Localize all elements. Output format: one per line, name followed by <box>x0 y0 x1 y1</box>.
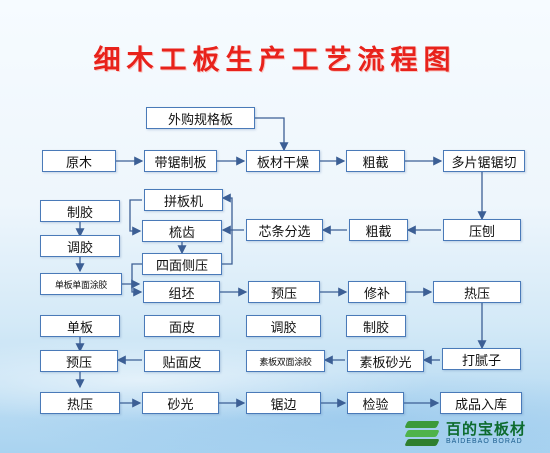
node-cujie-2: 粗截 <box>349 219 408 241</box>
node-daiju: 带锯制板 <box>144 150 217 172</box>
node-yapao: 压刨 <box>443 219 521 241</box>
node-xiubu: 修补 <box>348 281 406 303</box>
node-shuchi: 梳齿 <box>142 220 222 242</box>
arrow <box>131 263 143 297</box>
node-suban-shaguang: 素板砂光 <box>347 350 424 372</box>
node-chengpin: 成品入库 <box>440 392 522 414</box>
brand-logo: 百的宝板材 BAIDEBAO BORAD <box>402 414 550 453</box>
node-shaguang: 砂光 <box>142 392 219 414</box>
node-suban-tujiao: 素板双面涂胶 <box>246 350 325 372</box>
arrow <box>129 199 142 236</box>
node-cujie-1: 粗截 <box>346 150 405 172</box>
arrow <box>221 193 233 265</box>
node-daniz: 打腻子 <box>442 348 521 370</box>
node-jubian: 锯边 <box>246 392 321 414</box>
node-tiaojiao-1: 调胶 <box>40 235 120 257</box>
node-mianpi: 面皮 <box>144 315 220 337</box>
node-xintiao: 芯条分选 <box>246 219 323 241</box>
brand-name: 百的宝板材 <box>446 419 527 438</box>
node-zhijiao-1: 制胶 <box>40 200 120 222</box>
node-yuya-2: 预压 <box>40 350 118 372</box>
node-yuya-1: 预压 <box>248 281 320 303</box>
node-zhijiao-2: 制胶 <box>346 315 406 337</box>
node-duopian: 多片锯锯切 <box>443 150 525 172</box>
node-simian: 四面侧压 <box>142 253 222 275</box>
node-reya-1: 热压 <box>433 281 521 303</box>
node-pinban: 拼板机 <box>144 189 223 211</box>
node-ganzao: 板材干燥 <box>246 150 320 172</box>
diagram-title: 细木工板生产工艺流程图 <box>93 45 457 76</box>
stacked-board-logo-icon <box>402 419 442 449</box>
node-yuanmu: 原木 <box>42 150 116 172</box>
node-zupi: 组坯 <box>143 281 220 303</box>
node-reya-2: 热压 <box>40 392 120 414</box>
node-danban: 单板 <box>40 315 120 337</box>
node-jianyan: 检验 <box>347 392 404 414</box>
node-tiemianpi: 贴面皮 <box>144 350 220 372</box>
node-tiaojiao-2: 调胶 <box>246 315 321 337</box>
node-danban-tujiao: 单板单面涂胶 <box>40 273 122 295</box>
arrow <box>255 117 289 152</box>
node-waigou: 外购规格板 <box>146 107 255 129</box>
brand-subtitle: BAIDEBAO BORAD <box>446 437 523 445</box>
